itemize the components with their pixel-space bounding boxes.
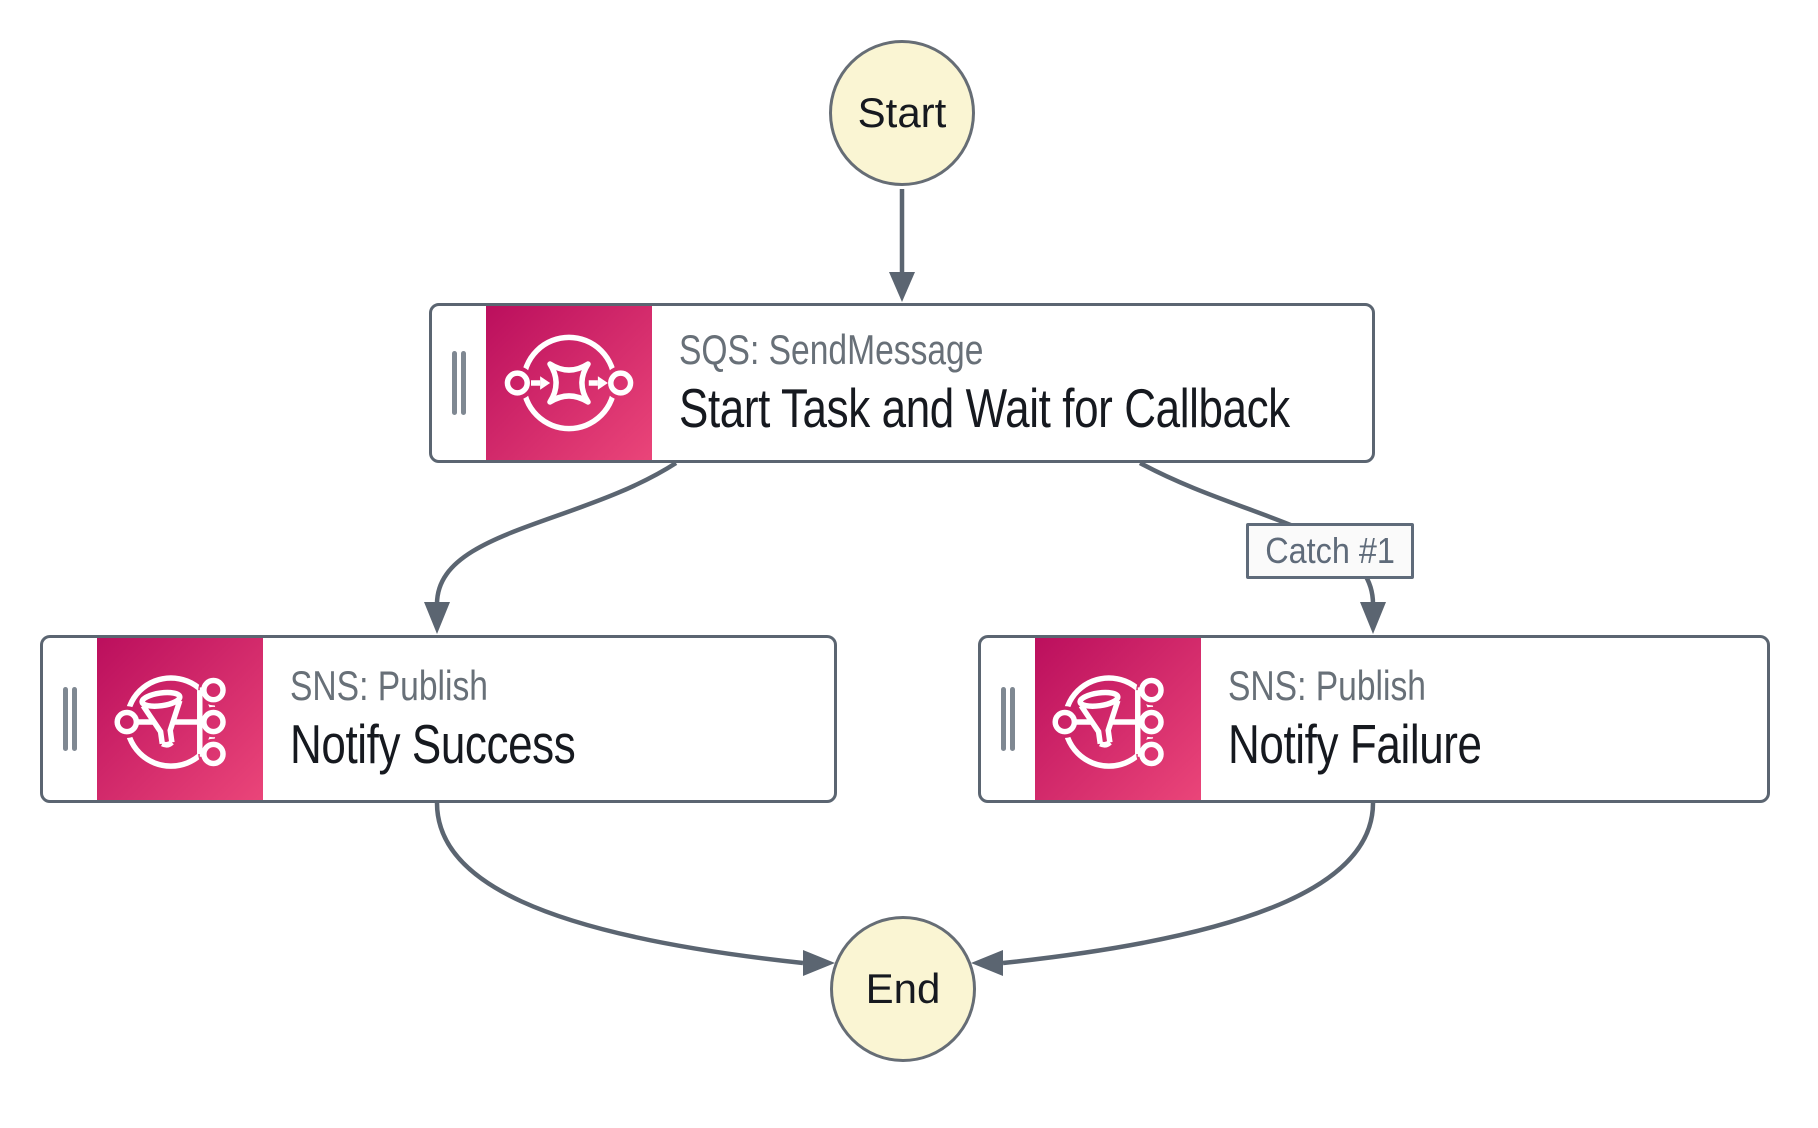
sns-icon (97, 638, 263, 800)
drag-handle[interactable] (43, 638, 97, 800)
sqs-icon (486, 306, 652, 460)
drag-handle[interactable] (432, 306, 486, 460)
drag-handle-bar (63, 687, 68, 751)
drag-handle-bar (452, 351, 457, 415)
edge-failure-to-end (1002, 802, 1376, 966)
task-name-label: Notify Failure (1228, 713, 1482, 776)
drag-handle-bar (1001, 687, 1006, 751)
drag-handle-bar (72, 687, 77, 751)
end-label: End (865, 965, 941, 1012)
drag-handle-bar (1010, 687, 1015, 751)
edge-success-to-end (434, 802, 804, 966)
drag-handle-bar (461, 351, 466, 415)
task-node-notify-success[interactable]: SNS: Publish Notify Success (40, 635, 837, 803)
edge-task1-to-success (434, 461, 678, 605)
arrowhead-down-icon (1360, 602, 1386, 634)
start-label: Start (857, 89, 947, 136)
task-resource-label: SNS: Publish (290, 661, 488, 709)
arrowhead-right-icon (803, 950, 835, 976)
end-node: End (830, 916, 976, 1062)
task-resource-label: SNS: Publish (1228, 661, 1426, 709)
arrowhead-left-icon (971, 950, 1003, 976)
start-node: Start (829, 40, 975, 186)
task-resource-label: SQS: SendMessage (679, 325, 984, 373)
sns-icon (1035, 638, 1201, 800)
task-node-notify-failure[interactable]: SNS: Publish Notify Failure (978, 635, 1770, 803)
task-node-start-task-and-wait-for-callback[interactable]: SQS: SendMessage Start Task and Wait for… (429, 303, 1375, 463)
arrowhead-down-icon (889, 272, 915, 302)
catch-edge-label-text: Catch #1 (1265, 530, 1395, 571)
drag-handle[interactable] (981, 638, 1035, 800)
task-name-label: Notify Success (290, 713, 576, 776)
task-name-label: Start Task and Wait for Callback (679, 377, 1290, 440)
arrowhead-down-icon (424, 602, 450, 634)
catch-edge-label[interactable]: Catch #1 (1246, 523, 1414, 579)
